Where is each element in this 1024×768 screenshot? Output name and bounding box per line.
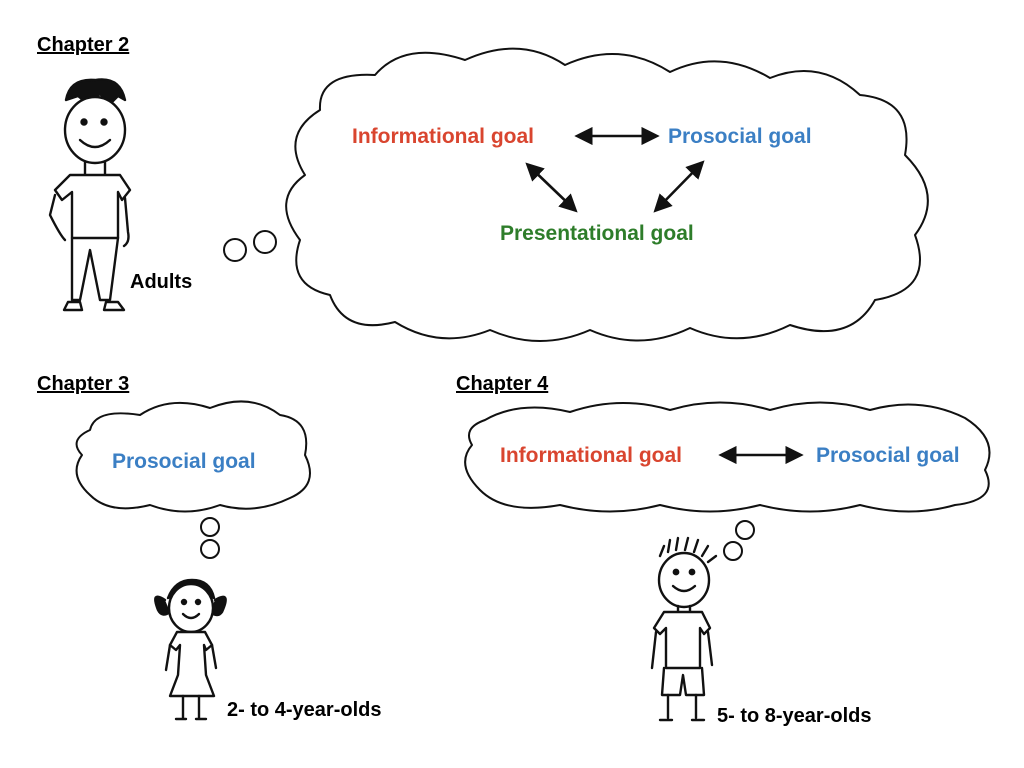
thought-cloud-ch3	[75, 400, 311, 513]
chapter-3-heading: Chapter 3	[37, 373, 130, 395]
thought-bubble	[253, 230, 277, 254]
double-arrow-icon	[653, 160, 705, 213]
stick-figure-boy-icon	[650, 536, 718, 722]
thought-bubble	[723, 541, 743, 561]
double-arrow-icon	[525, 162, 578, 213]
ch4-audience-label: 5- to 8-year-olds	[717, 705, 872, 727]
thought-bubble	[223, 238, 247, 262]
chapter-4-heading: Chapter 4	[456, 373, 549, 395]
chapter-2-heading: Chapter 2	[37, 34, 130, 56]
ch2-informational-goal: Informational goal	[352, 125, 535, 148]
thought-bubble	[200, 517, 220, 537]
ch3-prosocial-goal: Prosocial goal	[112, 450, 256, 473]
ch2-prosocial-goal: Prosocial goal	[668, 125, 812, 148]
thought-bubble	[200, 539, 220, 559]
thought-cloud-ch2	[285, 47, 929, 342]
ch4-informational-goal: Informational goal	[500, 444, 683, 467]
ch4-prosocial-goal: Prosocial goal	[816, 444, 960, 467]
ch3-audience-label: 2- to 4-year-olds	[227, 699, 382, 721]
ch2-audience-label: Adults	[130, 271, 193, 293]
thought-bubble	[735, 520, 755, 540]
ch2-presentational-goal: Presentational goal	[500, 222, 694, 245]
stick-figure-girl-icon	[154, 578, 227, 721]
stick-figure-adult-icon	[48, 78, 132, 312]
